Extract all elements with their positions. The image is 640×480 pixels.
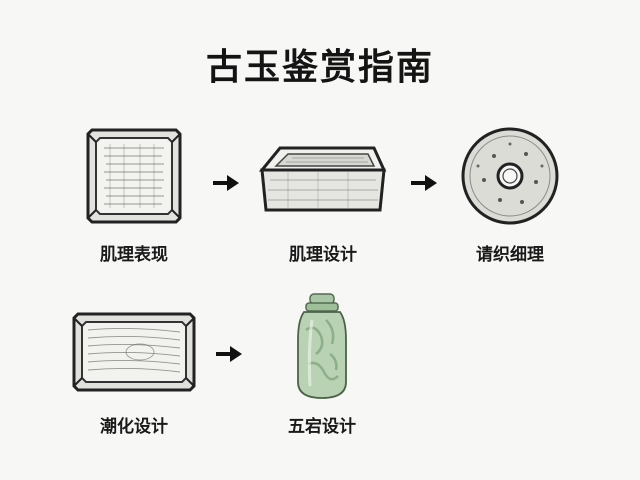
arrow-right-icon xyxy=(411,175,437,191)
item-label-3: 请织细理 xyxy=(476,245,544,265)
arrow-right-icon xyxy=(213,175,239,191)
page-title: 古玉鉴赏指南 xyxy=(205,47,434,88)
shallow-square-dish-icon xyxy=(258,140,388,220)
carved-square-plaque-icon xyxy=(84,126,184,226)
rectangular-tray-icon xyxy=(70,310,198,394)
item-label-4: 潮化设计 xyxy=(100,417,168,437)
item-label-5: 五宕设计 xyxy=(288,417,356,437)
arrow-right-icon xyxy=(216,346,242,362)
item-label-1: 肌理表现 xyxy=(100,245,168,265)
jade-bottle-icon xyxy=(292,290,352,402)
item-label-2: 肌理设计 xyxy=(289,245,357,265)
bi-disc-icon xyxy=(460,126,560,226)
